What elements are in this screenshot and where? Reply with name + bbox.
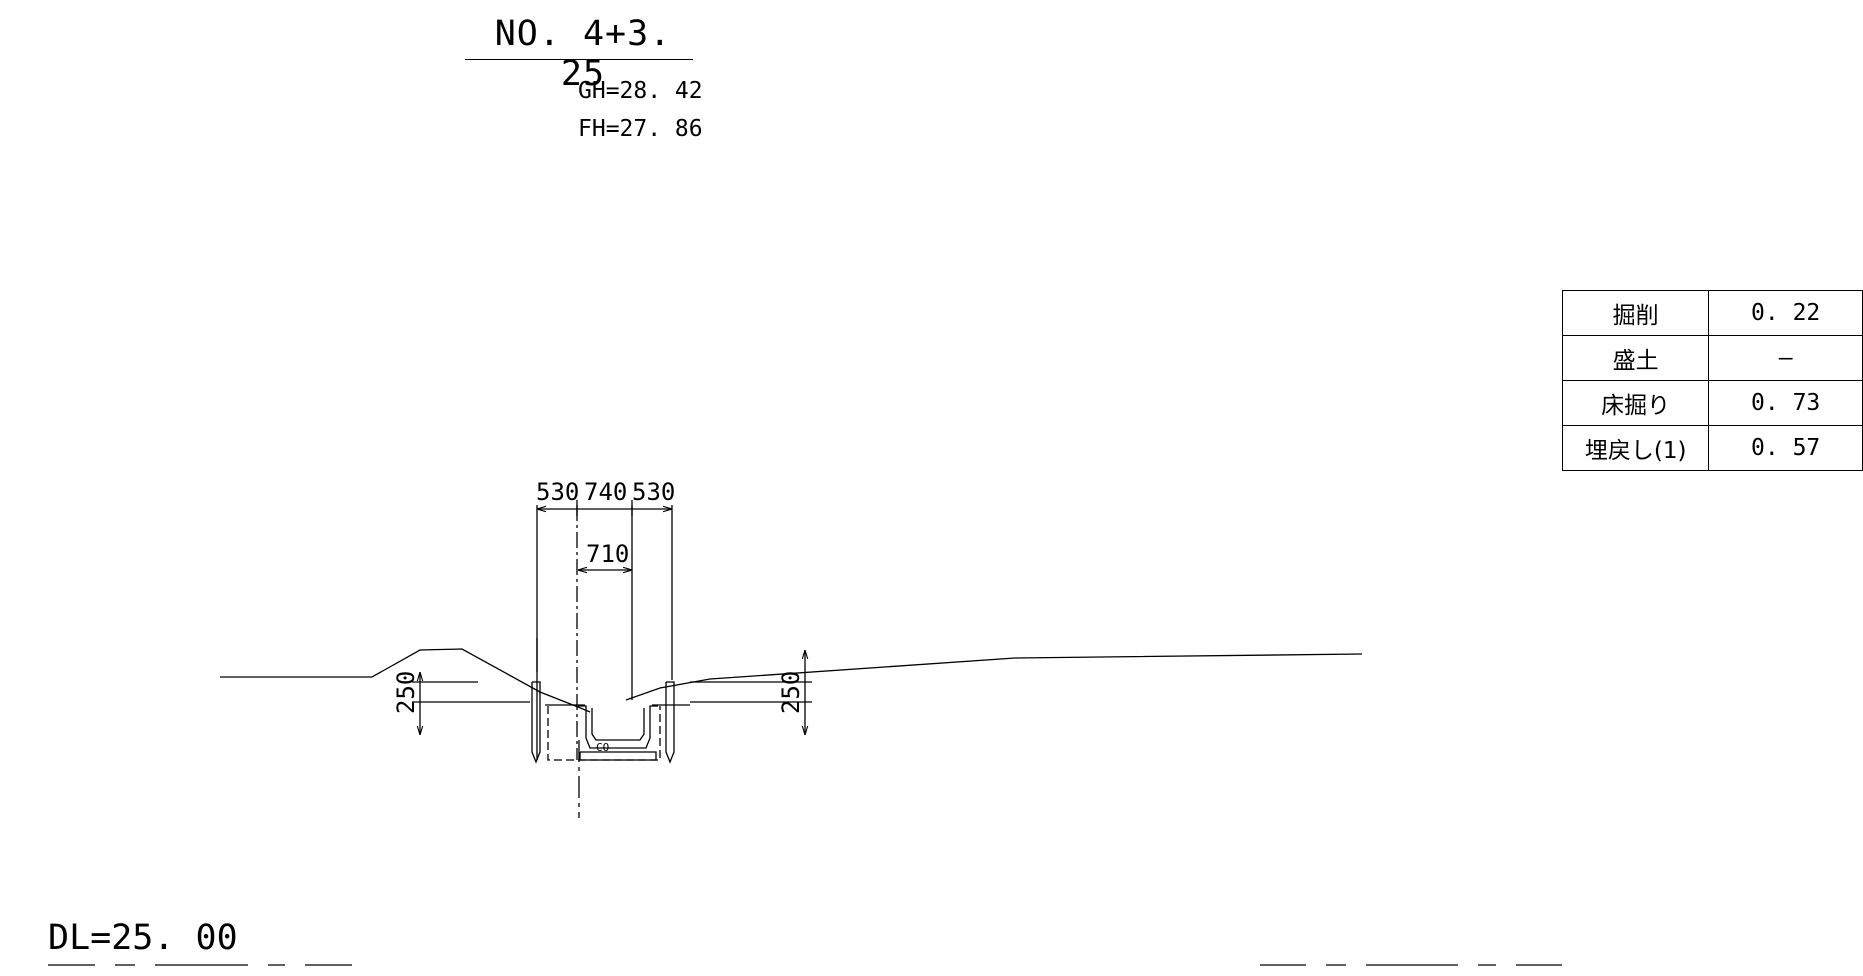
table-row: 掘削 0. 22 [1561,290,1863,336]
dimension-left-width: 530 [536,478,579,506]
foundation-outline [547,706,661,761]
sheet-pile-left [531,681,541,764]
table-row: 埋戻し(1) 0. 57 [1561,425,1863,471]
quantity-value: 0. 57 [1708,425,1863,471]
quantity-label: 床掘り [1561,380,1710,426]
station-number: NO. 4+3. 25 [494,14,672,94]
u-flume-inner [591,708,645,741]
dimension-center-width: 740 [584,478,627,506]
quantity-value: — [1708,335,1863,381]
table-row: 盛土 — [1561,335,1863,381]
u-flume-outer [578,705,658,749]
quantity-value: 0. 73 [1708,380,1863,426]
sheet-pile-right [665,681,675,764]
flume-base [579,751,657,761]
concrete-mark: CO [596,741,609,754]
quantity-label: 盛土 [1561,335,1710,381]
ground-height-label: GH=28. 42 [578,78,703,104]
quantity-value: 0. 22 [1708,290,1863,336]
dimension-left-depth: 250 [392,671,420,714]
ground-profile-line [220,648,591,713]
quantity-table: 掘削 0. 22 盛土 — 床掘り 0. 73 埋戻し(1) 0. 57 [1561,290,1863,471]
quantity-label: 埋戻し(1) [1561,425,1710,471]
formation-height-label: FH=27. 86 [578,116,703,142]
datum-level-label: DL=25. 00 [48,918,238,958]
ground-profile-line-right [625,653,1363,701]
dimension-right-depth: 250 [777,671,805,714]
quantity-label: 掘削 [1561,290,1710,336]
dimension-inner-width: 710 [586,540,629,568]
dimension-right-width: 530 [632,478,675,506]
station-underline [465,59,693,60]
table-row: 床掘り 0. 73 [1561,380,1863,426]
